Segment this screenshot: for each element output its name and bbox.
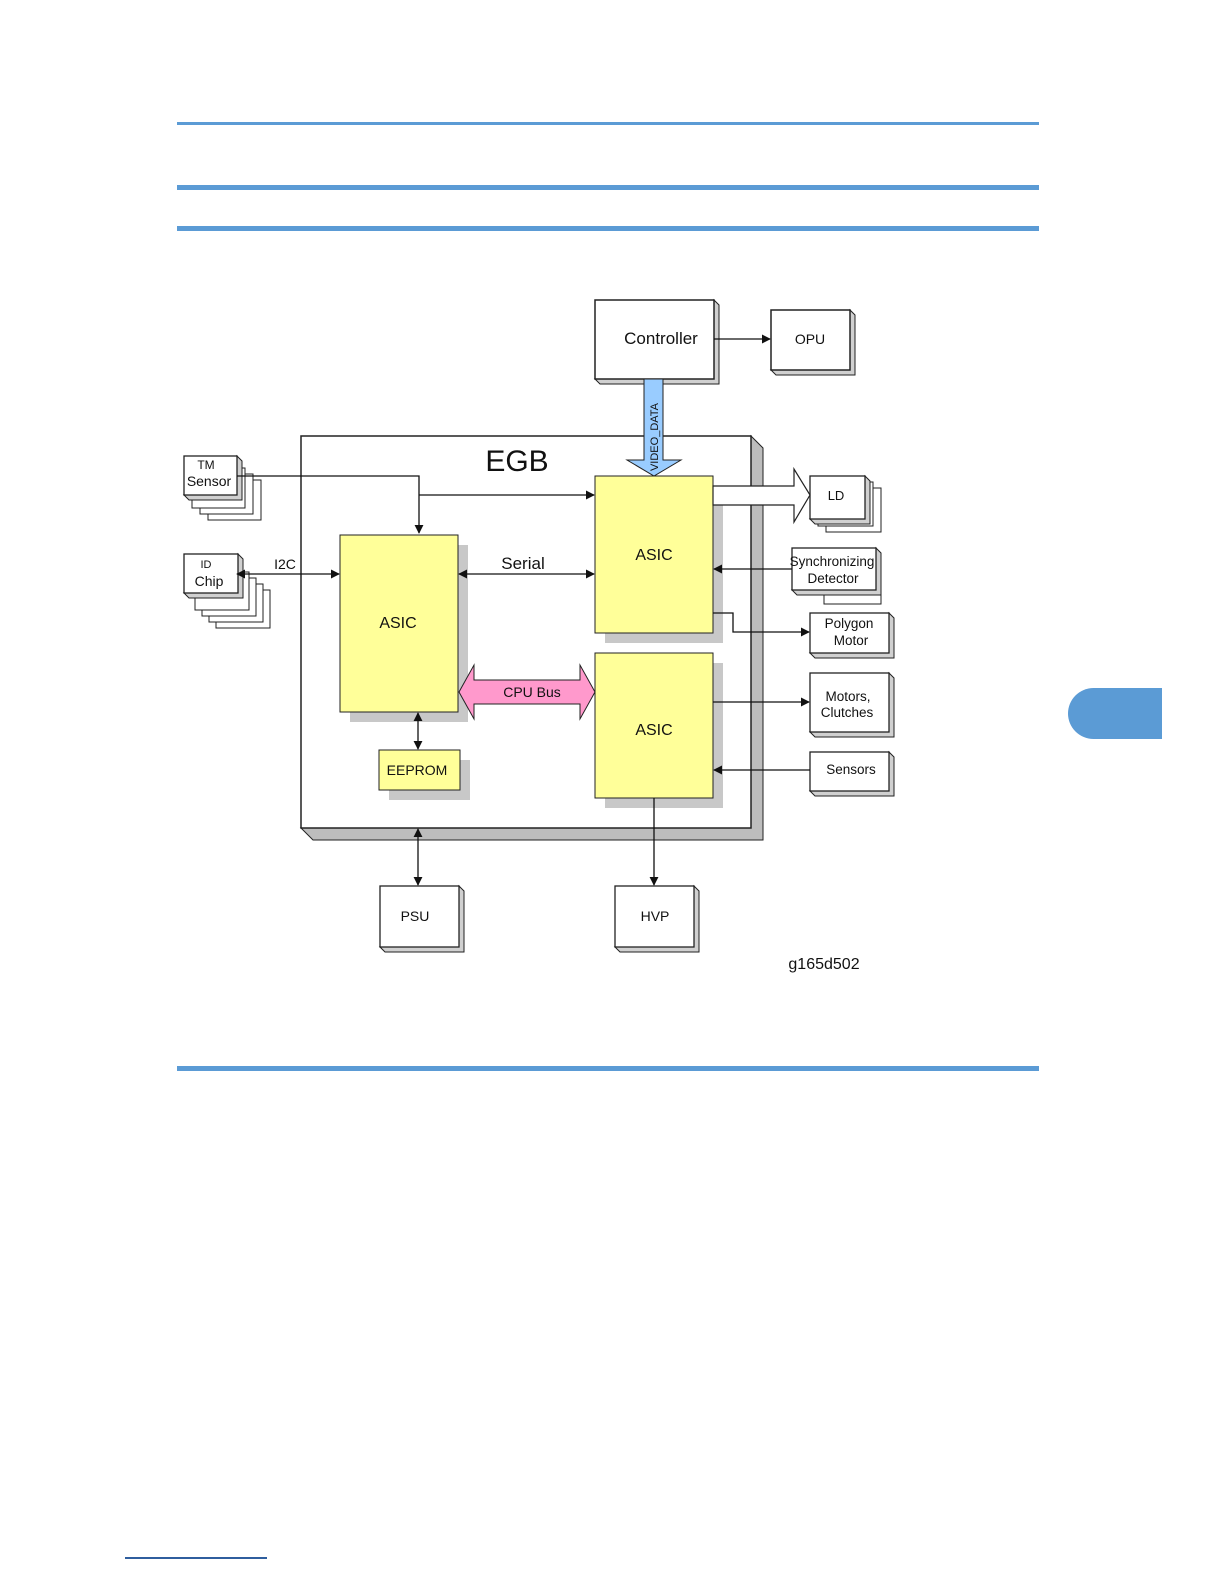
id-chip-stack: ID Chip xyxy=(184,554,270,628)
opu-label: OPU xyxy=(795,331,825,347)
asic-top: ASIC xyxy=(595,476,723,643)
motors-clutches-label-line1: Motors, xyxy=(825,689,870,704)
controller-box: Controller xyxy=(595,300,719,384)
sync-detector-label-line1: Synchronizing xyxy=(790,554,875,569)
asic-main: ASIC xyxy=(340,535,468,722)
id-chip-label-line2: Chip xyxy=(195,573,224,589)
video-data-arrow: VIDEO_DATA xyxy=(627,379,681,476)
controller-label: Controller xyxy=(624,329,698,348)
sync-detector-label-line2: Detector xyxy=(807,571,859,586)
id-chip-label-line1: ID xyxy=(201,559,212,571)
asic-bottom-label: ASIC xyxy=(635,722,672,739)
psu-label: PSU xyxy=(401,908,430,924)
video-data-label: VIDEO_DATA xyxy=(649,402,661,471)
sync-detector-stack: Synchronizing Detector xyxy=(790,548,881,604)
serial-label: Serial xyxy=(501,554,544,573)
eeprom-box: EEPROM xyxy=(379,750,470,800)
hvp-label: HVP xyxy=(641,908,670,924)
cpu-bus-label: CPU Bus xyxy=(503,684,561,700)
opu-box: OPU xyxy=(771,310,855,375)
ld-stack: LD xyxy=(810,476,881,532)
asic-main-label: ASIC xyxy=(379,615,416,632)
polygon-motor-label-line1: Polygon xyxy=(825,616,874,631)
egb-label: EGB xyxy=(485,445,548,478)
polygon-motor-label-line2: Motor xyxy=(834,633,869,648)
motors-clutches-box: Motors, Clutches xyxy=(810,673,894,737)
tm-sensor-label-line1: TM xyxy=(197,458,214,472)
eeprom-label: EEPROM xyxy=(387,762,448,778)
sensors-label: Sensors xyxy=(826,762,876,777)
asic-top-label: ASIC xyxy=(635,547,672,564)
sensors-box: Sensors xyxy=(810,752,894,796)
ld-label: LD xyxy=(828,488,845,503)
tm-sensor-stack: TM Sensor xyxy=(184,456,261,520)
motors-clutches-label-line2: Clutches xyxy=(821,705,874,720)
hvp-box: HVP xyxy=(615,886,699,952)
psu-box: PSU xyxy=(380,886,464,952)
i2c-label: I2C xyxy=(274,556,296,572)
figure-id: g165d502 xyxy=(788,956,859,973)
polygon-motor-box: Polygon Motor xyxy=(810,613,894,658)
asic-bottom: ASIC xyxy=(595,653,723,808)
tm-sensor-label-line2: Sensor xyxy=(187,473,232,489)
